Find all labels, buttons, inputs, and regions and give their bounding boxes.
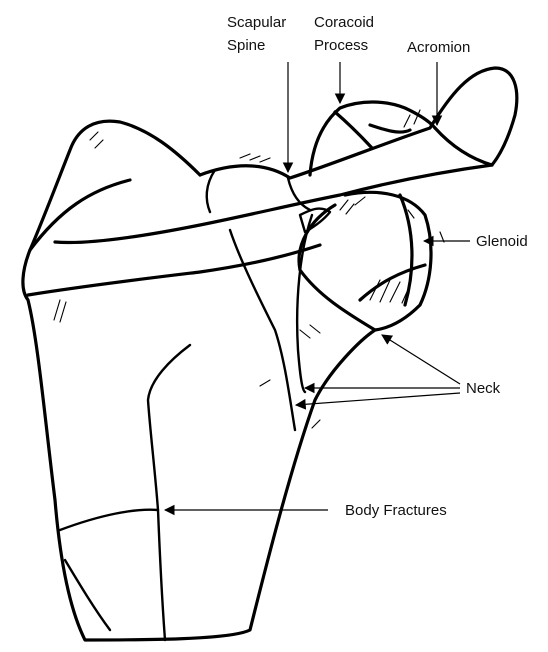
hatching (54, 110, 444, 428)
coracoid-inner (335, 112, 410, 148)
spine-upper-edge (200, 68, 517, 178)
labels: Scapular Spine Coracoid Process Acromion… (227, 14, 528, 519)
neck-fracture-1 (297, 215, 312, 392)
label-spine: Spine (227, 37, 265, 54)
label-scapular: Scapular (227, 14, 286, 31)
scapula-drawing (23, 68, 517, 640)
hatch-marks (54, 110, 444, 428)
label-acromion: Acromion (407, 39, 470, 56)
label-glenoid: Glenoid (476, 233, 528, 250)
spine-fracture-2 (207, 170, 215, 212)
label-neck: Neck (466, 380, 501, 397)
spine-base-line (28, 245, 320, 295)
body-fracture-main (148, 345, 190, 640)
spine-lower-edge (55, 165, 492, 243)
arrow-neck-3 (382, 335, 460, 384)
label-body-fractures: Body Fractures (345, 502, 447, 519)
arrow-neck-2 (296, 393, 460, 405)
label-process: Process (314, 37, 368, 54)
acromion-tip (435, 128, 492, 165)
body-fracture-lower (65, 560, 110, 630)
label-coracoid: Coracoid (314, 14, 374, 31)
body-fracture-branch (60, 510, 158, 530)
glenoid-rim (360, 195, 425, 305)
